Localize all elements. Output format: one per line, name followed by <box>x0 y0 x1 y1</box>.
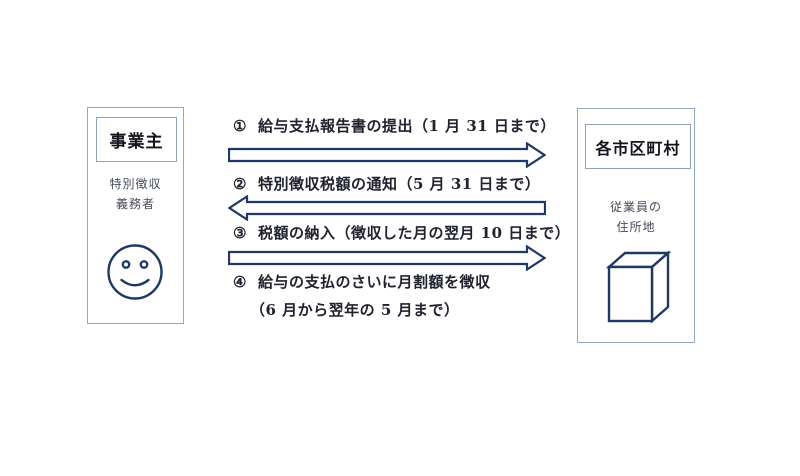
step-2-text: 特別徴収税額の通知（5 月 31 日まで） <box>257 175 541 193</box>
municipality-subtitle-line2: 住所地 <box>616 220 656 234</box>
municipality-box: 各市区町村 従業員の 住所地 <box>577 108 695 343</box>
employer-subtitle-line1: 特別徴収 <box>109 177 162 191</box>
municipality-title: 各市区町村 <box>595 138 681 158</box>
step-4-text: 給与の支払のさいに月割額を徴収 <box>257 273 491 291</box>
employer-box: 事業主 特別徴収 義務者 <box>87 107 184 324</box>
employer-title-box: 事業主 <box>96 117 177 162</box>
step-3-text: 税額の納入（徴収した月の翌月 10 日まで） <box>257 224 571 242</box>
step-3-label: ③ 税額の納入（徴収した月の翌月 10 日まで） <box>233 223 570 244</box>
employer-title: 事業主 <box>109 132 164 152</box>
step-4-label: ④ 給与の支払のさいに月割額を徴収 <box>233 272 490 293</box>
step-4-label-line2: （6 月から翌年の 5 月まで） <box>250 300 460 321</box>
municipality-subtitle-line1: 従業員の <box>609 200 662 214</box>
step-2-number: ② <box>233 175 247 193</box>
step-1-text: 給与支払報告書の提出（1 月 31 日まで） <box>257 117 556 135</box>
smiley-face-icon <box>105 242 165 306</box>
step-4-text-line2: （6 月から翌年の 5 月まで） <box>250 301 460 319</box>
step-3-number: ③ <box>233 224 247 242</box>
municipality-title-box: 各市区町村 <box>585 124 691 169</box>
arrow-right-icon-step-3 <box>227 244 547 275</box>
step-2-label: ② 特別徴収税額の通知（5 月 31 日まで） <box>233 174 540 195</box>
arrow-left-icon-step-2 <box>227 194 547 225</box>
step-1-number: ① <box>233 117 247 135</box>
municipality-subtitle: 従業員の 住所地 <box>578 197 694 237</box>
step-4-number: ④ <box>233 273 247 291</box>
employer-subtitle: 特別徴収 義務者 <box>88 174 183 214</box>
employer-subtitle-line2: 義務者 <box>115 197 155 211</box>
arrow-right-icon-step-1 <box>227 141 547 172</box>
cube-icon <box>601 246 672 330</box>
step-1-label: ① 給与支払報告書の提出（1 月 31 日まで） <box>233 116 556 137</box>
